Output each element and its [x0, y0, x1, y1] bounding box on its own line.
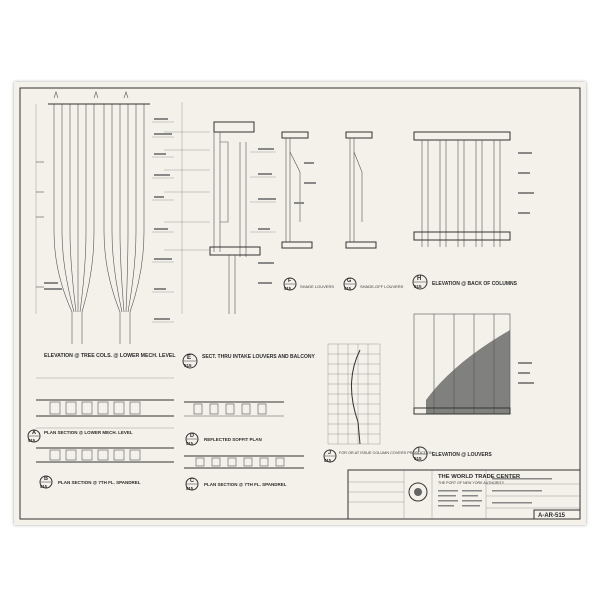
- elevation-h: H 515 ELEVATION @ BACK OF COLUMNS: [412, 131, 534, 290]
- sect-louvers-title: SECT. THRU INTAKE LOUVERS AND BALCONY: [202, 354, 315, 360]
- section-g: G 515 SHADE-OFF LOUVERS: [343, 131, 404, 291]
- elevation-i: I 515 ELEVATION @ LOUVERS: [412, 313, 534, 462]
- sheet-number: A-AR-515: [538, 513, 566, 519]
- ref-f: 515: [284, 286, 292, 291]
- ref-e: 515: [184, 363, 192, 368]
- project-subtitle: THE PORT OF NEW YORK AUTHORITY: [438, 481, 505, 485]
- plan-c-title: PLAN SECTION @ 7TH FL. SPANDREL: [204, 482, 287, 487]
- ref-d: 515: [186, 441, 194, 446]
- ref-b: 515: [40, 484, 48, 489]
- section-e: E 515 SECT. THRU INTAKE LOUVERS AND BALC…: [164, 102, 315, 369]
- ref-i: 515: [414, 456, 422, 461]
- ref-g: 515: [344, 286, 352, 291]
- mark-c: C: [190, 478, 194, 484]
- ref-a: 515: [28, 438, 36, 443]
- plan-b-title: PLAN SECTION @ 7TH FL. SPANDREL: [58, 480, 141, 485]
- mark-a: A: [32, 430, 36, 436]
- plan-section-a: A 515 PLAN SECTION @ LOWER MECH. LEVEL: [27, 377, 174, 443]
- project-title: THE WORLD TRADE CENTER: [438, 474, 521, 480]
- j-title: FOR OR AT ISSUE COLUMN COVERS PRODUCTION: [339, 451, 433, 455]
- section-j: J 515 FOR OR AT ISSUE COLUMN COVERS PROD…: [323, 343, 433, 463]
- ref-c: 515: [186, 486, 194, 491]
- elev-louvers-title: ELEVATION @ LOUVERS: [432, 452, 492, 458]
- soffit-plan-d: D 515 REFLECTED SOFFIT PLAN: [184, 401, 284, 446]
- mark-j: J: [328, 450, 331, 456]
- mark-e: E: [187, 355, 191, 361]
- tree-column-elevation: ELEVATION @ TREE COLS. @ LOWER MECH. LEV…: [35, 91, 176, 359]
- section-f: F 515 SHADE LOUVERS: [281, 131, 334, 291]
- ref-j: 515: [324, 458, 332, 463]
- drawing-sheet: ELEVATION @ TREE COLS. @ LOWER MECH. LEV…: [14, 82, 586, 525]
- soffit-d-title: REFLECTED SOFFIT PLAN: [204, 437, 262, 442]
- plan-section-b: B 515 PLAN SECTION @ 7TH FL. SPANDREL: [36, 447, 174, 489]
- title-block: THE WORLD TRADE CENTER THE PORT OF NEW Y…: [347, 469, 581, 520]
- mark-b: B: [44, 476, 48, 482]
- mark-g: G: [347, 278, 351, 284]
- architectural-drawing: ELEVATION @ TREE COLS. @ LOWER MECH. LEV…: [19, 87, 581, 520]
- f-sub: SHADE LOUVERS: [300, 284, 334, 289]
- elev-tree-title: ELEVATION @ TREE COLS. @ LOWER MECH. LEV…: [44, 353, 176, 359]
- plan-section-c: C 515 PLAN SECTION @ 7TH FL. SPANDREL: [184, 455, 304, 491]
- plan-a-title: PLAN SECTION @ LOWER MECH. LEVEL: [44, 430, 133, 435]
- sheet-border: [19, 87, 581, 520]
- mark-d: D: [190, 433, 194, 439]
- mark-h: H: [417, 276, 421, 282]
- port-authority-seal: [408, 482, 428, 502]
- elev-back-title: ELEVATION @ BACK OF COLUMNS: [432, 281, 518, 287]
- mark-i: I: [418, 448, 420, 454]
- mark-f: F: [288, 278, 292, 284]
- g-sub: SHADE-OFF LOUVERS: [360, 284, 404, 289]
- ref-h: 515: [414, 284, 422, 289]
